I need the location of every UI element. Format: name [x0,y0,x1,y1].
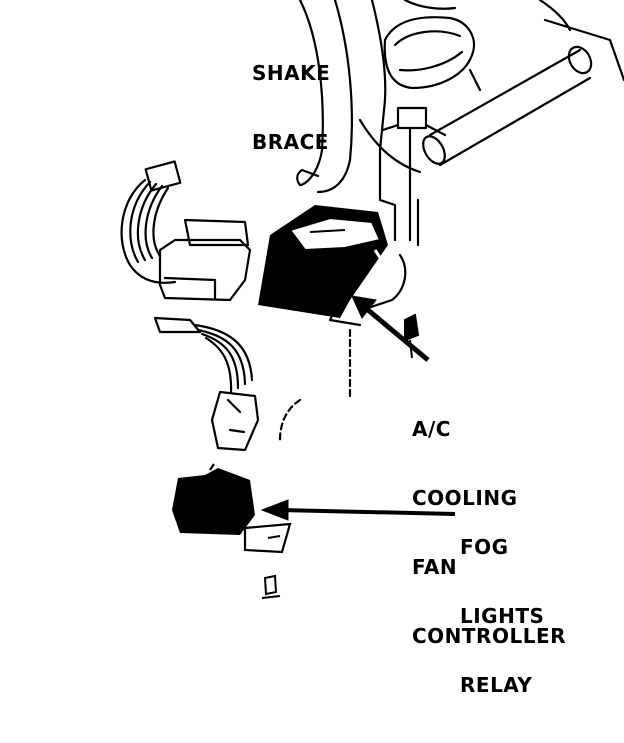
fog-relay-unit [172,463,292,554]
crossbar-tube [422,0,624,167]
wiring-harness-lower [153,316,260,452]
ac-controller-label-line-3: FAN [412,555,458,579]
wiring-harness-upper [120,160,252,302]
ac-controller-label-line-2: COOLING [412,486,518,510]
leader-arrows [260,295,456,521]
ac-controller-label-line-1: A/C [412,417,451,441]
fog-relay-label-line-2: LIGHTS [460,604,545,628]
shake-brace-label-line-1: SHAKE [252,61,331,85]
ac-controller-unit [258,205,388,318]
fog-relay-label: FOG LIGHTS RELAY [460,490,544,743]
mounting-screws [261,313,420,599]
diagram-illustration [120,0,624,599]
mount-bracket [278,106,447,442]
shake-brace-label: SHAKE BRACE [252,16,330,200]
shake-brace-drawing [296,0,482,194]
fog-relay-label-line-1: FOG [460,535,509,559]
fog-relay-label-line-3: RELAY [460,673,533,697]
shake-brace-label-line-2: BRACE [252,130,329,154]
diagram-canvas: SHAKE BRACE A/C COOLING FAN CONTROLLER F… [120,0,624,697]
